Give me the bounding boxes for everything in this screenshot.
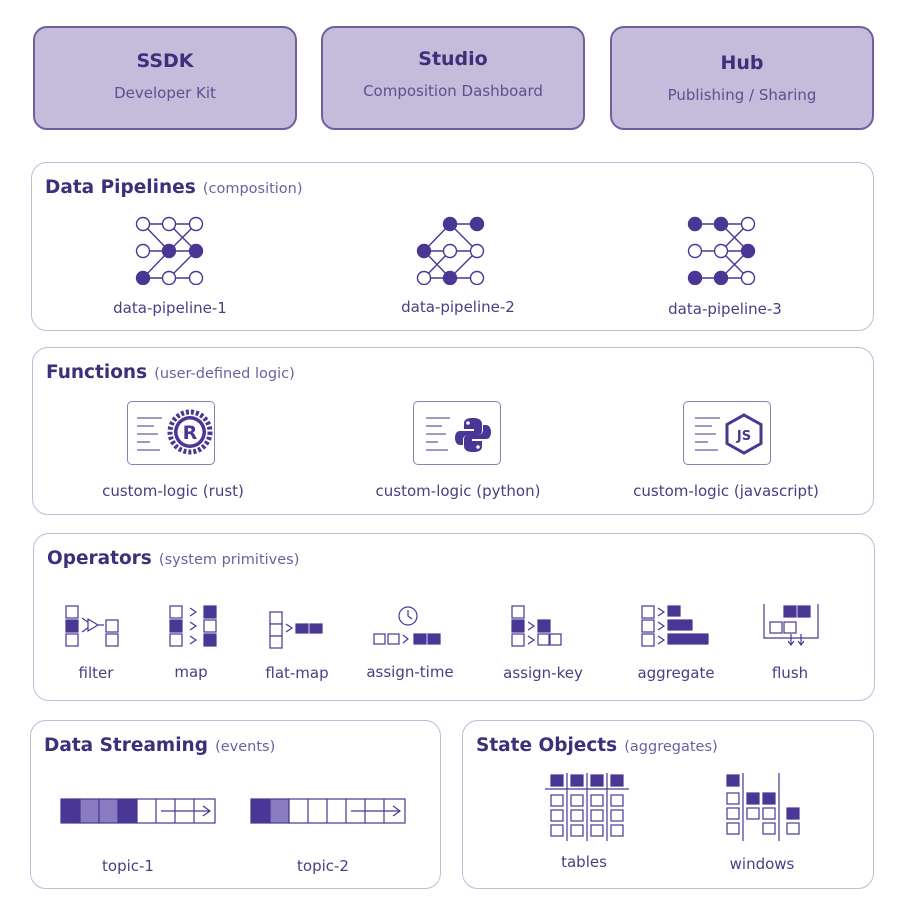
svg-text:JS: JS (736, 429, 751, 444)
panel-title: Operators (system primitives) (47, 548, 299, 569)
ssdk-subtitle: Developer Kit (114, 84, 216, 102)
panel-subheading: (aggregates) (624, 739, 718, 755)
nodejs-logo-icon: JS (725, 413, 763, 455)
operator-label: flush (771, 664, 809, 682)
ssdk-box: SSDK Developer Kit (33, 26, 297, 130)
pipeline-label: data-pipeline-1 (113, 299, 227, 317)
pipeline-label: data-pipeline-3 (668, 300, 782, 318)
windows-grid-icon (726, 773, 800, 841)
operator-label: map (174, 663, 208, 681)
flush-icon (763, 604, 819, 646)
panel-subheading: (user-defined logic) (154, 366, 295, 382)
code-lines-icon (426, 417, 450, 451)
assign-key-icon (511, 605, 562, 647)
function-label: custom-logic (rust) (102, 482, 244, 500)
panel-heading: Functions (46, 362, 148, 383)
map-icon (169, 605, 217, 647)
operator-label: filter (78, 664, 114, 682)
code-lines-icon (137, 417, 162, 451)
filter-icon (65, 605, 119, 647)
state-label: windows (729, 855, 795, 873)
studio-subtitle: Composition Dashboard (363, 82, 543, 100)
code-lines-icon (695, 417, 720, 451)
ssdk-title: SSDK (136, 50, 194, 72)
aggregate-icon (641, 605, 709, 647)
function-card (413, 401, 501, 465)
pipeline-graph-icon (135, 216, 204, 285)
studio-title: Studio (418, 48, 488, 70)
panel-heading: Data Streaming (44, 735, 208, 756)
hub-box: Hub Publishing / Sharing (610, 26, 874, 130)
panel-subheading: (system primitives) (158, 552, 300, 568)
topic-queue-icon (60, 798, 216, 824)
operators-panel: Operators (system primitives) filter map… (33, 533, 875, 701)
table-grid-icon (545, 773, 629, 841)
operator-label: assign-time (366, 663, 454, 681)
state-label: tables (561, 853, 607, 871)
hub-title: Hub (720, 52, 764, 74)
panel-heading: State Objects (476, 735, 618, 756)
clock-icon (373, 606, 441, 645)
operator-label: assign-key (503, 664, 583, 682)
state-objects-panel: State Objects (aggregates) tables window… (462, 720, 874, 889)
function-card: R (127, 401, 215, 465)
topic-queue-icon (250, 798, 406, 824)
panel-title: Functions (user-defined logic) (46, 362, 295, 383)
panel-subheading: (composition) (202, 181, 303, 197)
flat-map-icon (269, 611, 323, 649)
panel-heading: Operators (47, 548, 152, 569)
data-pipelines-panel: Data Pipelines (composition) data-pipeli… (31, 162, 874, 331)
operator-label: flat-map (265, 664, 329, 682)
svg-text:R: R (183, 422, 198, 444)
function-card: JS (683, 401, 771, 465)
panel-title: State Objects (aggregates) (476, 735, 718, 756)
panel-title: Data Streaming (events) (44, 735, 275, 756)
operator-label: aggregate (637, 664, 715, 682)
pipeline-graph-icon (416, 216, 485, 285)
topic-label: topic-1 (102, 857, 154, 875)
function-label: custom-logic (javascript) (633, 482, 819, 500)
python-logo-icon (455, 418, 491, 452)
functions-panel: Functions (user-defined logic) R custom-… (32, 347, 874, 515)
data-streaming-panel: Data Streaming (events) topic-1 topic-2 (30, 720, 441, 889)
pipeline-label: data-pipeline-2 (401, 298, 515, 316)
panel-heading: Data Pipelines (45, 177, 196, 198)
function-label: custom-logic (python) (375, 482, 541, 500)
hub-subtitle: Publishing / Sharing (667, 86, 817, 104)
pipeline-graph-icon (687, 216, 756, 285)
panel-title: Data Pipelines (composition) (45, 177, 303, 198)
rust-logo-icon: R (167, 409, 213, 455)
studio-box: Studio Composition Dashboard (321, 26, 585, 130)
panel-subheading: (events) (215, 739, 276, 755)
topic-label: topic-2 (297, 857, 349, 875)
